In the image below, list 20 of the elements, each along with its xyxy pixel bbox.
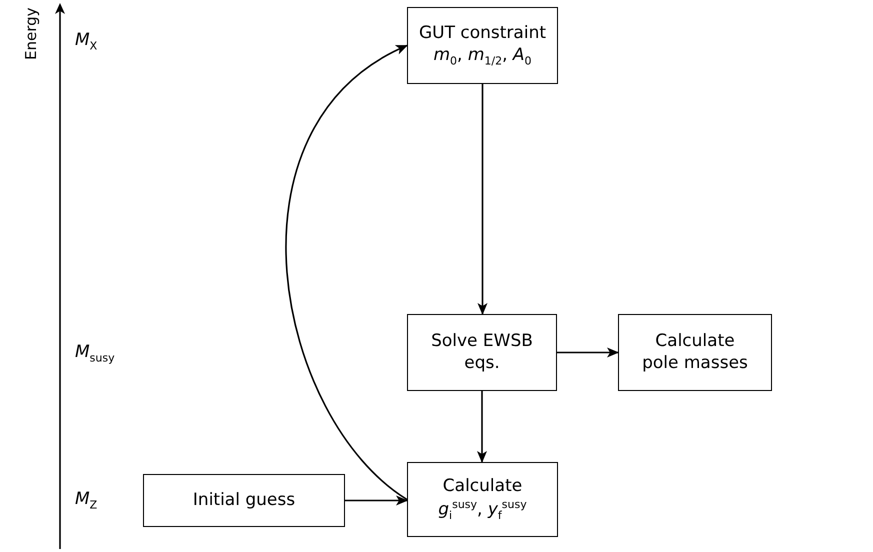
process-box bbox=[407, 462, 558, 537]
scale-label: M$_{susy}$ bbox=[75, 342, 115, 364]
process-box bbox=[407, 314, 557, 391]
box-title: GUT constraint bbox=[418, 23, 546, 45]
box-title: Calculate pole masses bbox=[641, 331, 749, 374]
process-box bbox=[407, 7, 558, 84]
formula-text: m$_{0}$, m$_{1/2}$, A$_{0}$ bbox=[433, 44, 532, 68]
arrow bbox=[345, 496, 408, 506]
axis-label: Energy bbox=[22, 7, 40, 60]
box-title: Initial guess bbox=[192, 490, 296, 512]
arrow bbox=[557, 348, 619, 358]
arrow bbox=[478, 84, 488, 315]
scale-label: M$_{X}$ bbox=[75, 30, 98, 52]
arrow bbox=[477, 391, 487, 463]
process-box bbox=[143, 474, 345, 527]
box-title: Calculate bbox=[442, 476, 522, 498]
scale-label: M$_{Z}$ bbox=[75, 489, 98, 512]
process-box bbox=[618, 314, 772, 391]
arrow bbox=[286, 44, 408, 500]
box-title: Solve EWSB eqs. bbox=[430, 331, 534, 374]
